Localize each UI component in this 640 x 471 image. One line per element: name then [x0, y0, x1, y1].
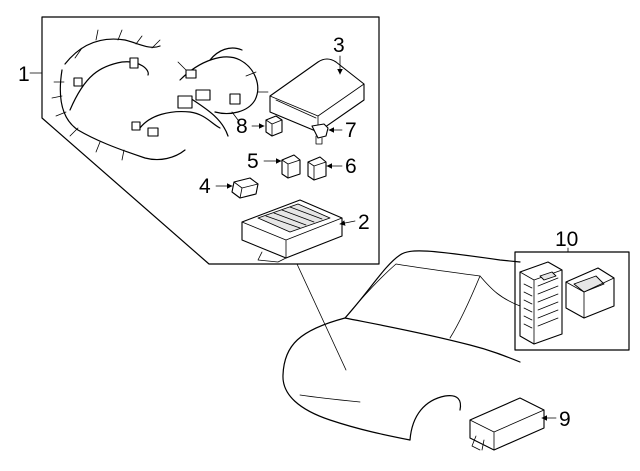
- vehicle-outline: [282, 250, 521, 441]
- relay-4: [231, 177, 259, 199]
- relay-6: [307, 156, 327, 181]
- callout-7: 7: [345, 119, 357, 142]
- callout-6: 6: [345, 155, 357, 178]
- callout-8: 8: [236, 115, 248, 138]
- callout-1: 1: [18, 63, 30, 86]
- control-module-9: [469, 397, 545, 451]
- frame-to-car-leader: [296, 263, 347, 371]
- leader-2: [339, 220, 356, 226]
- wiring-harness: [51, 29, 269, 161]
- callout-3: 3: [333, 34, 345, 57]
- relay-7: [311, 123, 329, 145]
- fuse-block-10: [519, 261, 563, 345]
- callout-4: 4: [199, 175, 211, 198]
- callout-9: 9: [559, 408, 571, 431]
- relay-8: [265, 115, 283, 137]
- main-parts-frame: [41, 16, 380, 265]
- relay-5: [281, 154, 301, 179]
- callout-2: 2: [358, 211, 370, 234]
- junction-block: [241, 199, 343, 263]
- callout-10: 10: [555, 228, 578, 251]
- callout-5: 5: [247, 150, 259, 173]
- fuse-block-cover-10: [565, 267, 615, 319]
- detail-box-10: [514, 251, 630, 351]
